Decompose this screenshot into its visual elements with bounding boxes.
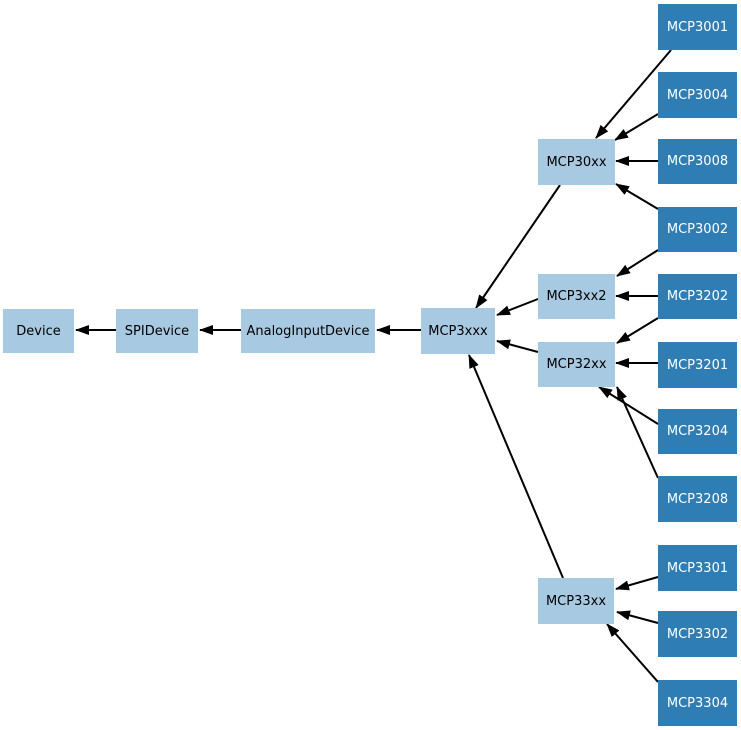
edge-mcp32xx-to-mcp3xxx bbox=[496, 339, 539, 353]
edge-mcp3302-to-mcp33xx bbox=[616, 610, 659, 624]
node-mcp3202[interactable]: MCP3202 bbox=[658, 274, 737, 319]
node-mcp3204[interactable]: MCP3204 bbox=[658, 409, 737, 454]
node-mcp3xx2[interactable]: MCP3xx2 bbox=[538, 274, 615, 319]
node-mcp3201[interactable]: MCP3201 bbox=[658, 342, 737, 388]
edge-mcp3004-to-mcp30xx bbox=[614, 113, 659, 141]
node-mcp3302[interactable]: MCP3302 bbox=[658, 611, 737, 657]
node-mcp3004[interactable]: MCP3004 bbox=[658, 72, 737, 118]
edge-mcp3202-to-mcp32xx bbox=[616, 317, 659, 344]
edge-mcp3xx2-to-mcp3xxx bbox=[496, 298, 539, 316]
node-mcp3xxx[interactable]: MCP3xxx bbox=[421, 308, 495, 354]
node-mcp30xx[interactable]: MCP30xx bbox=[538, 139, 615, 185]
edge-mcp33xx-to-mcp3xxx bbox=[468, 354, 564, 579]
node-mcp3208[interactable]: MCP3208 bbox=[658, 476, 737, 522]
node-mcp3008[interactable]: MCP3008 bbox=[658, 139, 737, 184]
node-mcp3301[interactable]: MCP3301 bbox=[658, 545, 737, 591]
edge-mcp3304-to-mcp33xx bbox=[606, 623, 659, 683]
edge-mcp3002-to-mcp30xx bbox=[615, 183, 659, 210]
node-mcp3002[interactable]: MCP3002 bbox=[658, 207, 737, 252]
node-mcp33xx[interactable]: MCP33xx bbox=[538, 578, 614, 624]
node-mcp32xx[interactable]: MCP32xx bbox=[538, 342, 615, 387]
node-mcp3304[interactable]: MCP3304 bbox=[658, 680, 737, 726]
node-mcp3001[interactable]: MCP3001 bbox=[658, 4, 737, 50]
edge-mcp3204-to-mcp32xx bbox=[598, 386, 659, 425]
node-spidevice[interactable]: SPIDevice bbox=[116, 309, 198, 353]
edge-mcp3002-to-mcp3xx2 bbox=[616, 249, 659, 277]
node-analoginputdevice[interactable]: AnalogInputDevice bbox=[241, 309, 375, 353]
node-device[interactable]: Device bbox=[3, 309, 74, 353]
edge-mcp3208-to-mcp32xx bbox=[616, 386, 659, 479]
edge-mcp3301-to-mcp33xx bbox=[615, 576, 659, 591]
